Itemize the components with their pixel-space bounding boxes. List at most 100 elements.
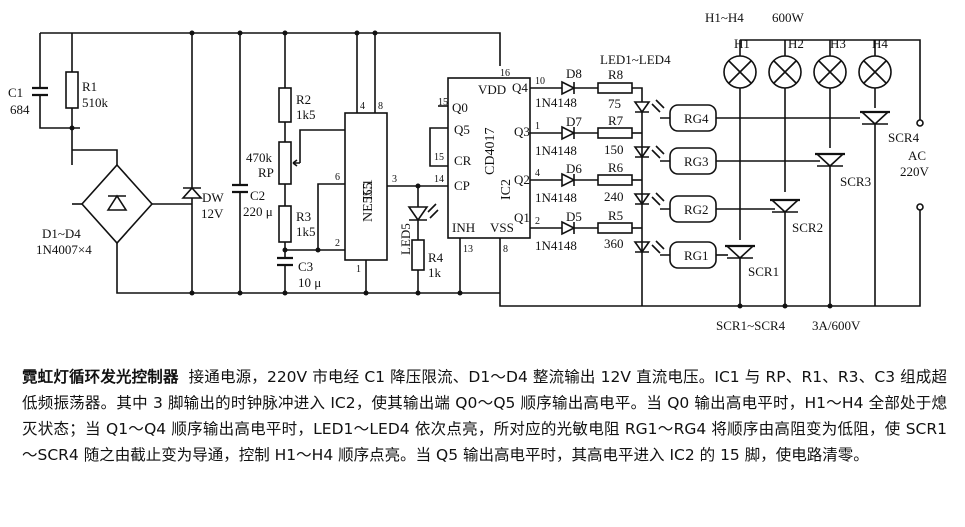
h3-label: H3 bbox=[830, 36, 846, 51]
r2-resistor bbox=[278, 87, 292, 123]
r6-label: R6 bbox=[608, 160, 624, 175]
ic2-inh: INH bbox=[452, 220, 475, 235]
r2-value: 1k5 bbox=[296, 107, 316, 122]
r4-value: 1k bbox=[428, 265, 442, 280]
ic2-pin-8: 8 bbox=[503, 244, 508, 255]
scr2-label: SCR2 bbox=[792, 220, 823, 235]
rg2-label: RG2 bbox=[684, 202, 709, 217]
circuit-schematic: C1 684 R1 510k D1~D4 1N4007×4 DW 12V C bbox=[8, 10, 930, 333]
r6-value: 240 bbox=[604, 189, 624, 204]
r6-resistor bbox=[597, 174, 633, 186]
ic2-q0: Q0 bbox=[452, 100, 468, 115]
scr1-label: SCR1 bbox=[748, 264, 779, 279]
lamp-section: H1~H4 600W H1 H2 H3 H4 SCR4 SCR3 bbox=[705, 10, 930, 333]
rg3-label: RG3 bbox=[684, 154, 709, 169]
scrs-label: SCR1~SCR4 bbox=[716, 318, 786, 333]
rp-value: 470k bbox=[246, 150, 273, 165]
q3-pin: 1 bbox=[535, 121, 540, 132]
ic1-pin-2: 2 bbox=[335, 238, 340, 249]
d7-label: D7 bbox=[566, 114, 582, 129]
r2-label: R2 bbox=[296, 92, 311, 107]
r4-label: R4 bbox=[428, 250, 444, 265]
ic2-label: IC2 bbox=[499, 179, 514, 200]
photoresistor-section: RG4 RG3 RG2 RG1 bbox=[660, 104, 860, 269]
ic1-pin-4: 4 bbox=[360, 101, 365, 112]
d6-label: D6 bbox=[566, 161, 582, 176]
lamps-label: H1~H4 bbox=[705, 10, 744, 25]
d8-type: 1N4148 bbox=[535, 95, 577, 110]
q2-pin: 4 bbox=[535, 168, 540, 179]
ic2-vdd: VDD bbox=[478, 82, 506, 97]
ic2-type: CD4017 bbox=[483, 128, 498, 175]
r8-value: 75 bbox=[608, 96, 621, 111]
rg4-label: RG4 bbox=[684, 111, 709, 126]
oscillator-section: R2 1k5 470k RP R3 1k5 C3 10 μ IC1 NE555 … bbox=[246, 30, 448, 296]
scr3-label: SCR3 bbox=[840, 174, 871, 189]
r5-resistor bbox=[597, 222, 633, 234]
ac-value: 220V bbox=[900, 164, 930, 179]
d8-label: D8 bbox=[566, 66, 582, 81]
h1-label: H1 bbox=[734, 36, 750, 51]
h4-label: H4 bbox=[872, 36, 888, 51]
lamps-power: 600W bbox=[772, 10, 805, 25]
ic2-cr: CR bbox=[454, 153, 472, 168]
ic2-cd4017 bbox=[447, 77, 531, 239]
bridge-rectifier bbox=[80, 163, 154, 245]
ic1-label: IC1 bbox=[361, 179, 376, 200]
r1-resistor bbox=[65, 71, 79, 109]
d7-type: 1N4148 bbox=[535, 143, 577, 158]
ic2-vss: VSS bbox=[490, 220, 514, 235]
rg1-label: RG1 bbox=[684, 248, 709, 263]
ic2-pin-13: 13 bbox=[463, 244, 473, 255]
bridge-label: D1~D4 bbox=[42, 226, 81, 241]
r1-label: R1 bbox=[82, 79, 97, 94]
scr-rating: 3A/600V bbox=[812, 318, 861, 333]
r5-label: R5 bbox=[608, 208, 623, 223]
h2-label: H2 bbox=[788, 36, 804, 51]
r3-value: 1k5 bbox=[296, 224, 316, 239]
caption-title: 霓虹灯循环发光控制器 bbox=[22, 368, 179, 386]
rp-potentiometer bbox=[278, 141, 292, 185]
bridge-value: 1N4007×4 bbox=[36, 242, 92, 257]
scr4-label: SCR4 bbox=[888, 130, 920, 145]
ic2-q5: Q5 bbox=[454, 122, 470, 137]
ac-terminal-bottom bbox=[916, 203, 924, 211]
ic2-q2: Q2 bbox=[514, 172, 530, 187]
ic1-pin-1: 1 bbox=[356, 264, 361, 275]
r4-resistor bbox=[411, 239, 425, 271]
c3-label: C3 bbox=[298, 259, 313, 274]
led5-label: LED5 bbox=[398, 223, 413, 255]
channel-section: 10 D8 1N4148 R8 75 LED1~LED4 1 D7 1N4148… bbox=[499, 52, 880, 307]
r7-label: R7 bbox=[608, 113, 624, 128]
c2-label: C2 bbox=[250, 188, 265, 203]
ac-terminal-top bbox=[916, 119, 924, 127]
ac-label: AC bbox=[908, 148, 926, 163]
counter-section: 16 VDD Q0 Q5 CR CP INH VSS Q4 Q3 Q2 Q1 I… bbox=[429, 68, 531, 296]
ic1-pin-6: 6 bbox=[335, 172, 340, 183]
ic2-q1: Q1 bbox=[514, 210, 530, 225]
c1-value: 684 bbox=[10, 102, 30, 117]
rp-label: RP bbox=[258, 165, 274, 180]
r7-value: 150 bbox=[604, 142, 624, 157]
ic2-pin-15: 15 bbox=[434, 152, 444, 163]
ic1-type: NE555 bbox=[361, 182, 376, 222]
dw-value: 12V bbox=[201, 206, 224, 221]
r8-resistor bbox=[597, 82, 633, 94]
q4-pin: 10 bbox=[535, 76, 545, 87]
ic2-pin-q0: 15 bbox=[438, 97, 448, 108]
power-supply-section: C1 684 R1 510k D1~D4 1N4007×4 DW 12V C bbox=[8, 30, 501, 296]
r5-value: 360 bbox=[604, 236, 624, 251]
ic2-q4: Q4 bbox=[512, 80, 528, 95]
caption-body: 接通电源，220V 市电经 C1 降压限流、D1～D4 整流输出 12V 直流电… bbox=[22, 368, 947, 464]
ic2-pin-16: 16 bbox=[500, 68, 510, 79]
ic1-pin-8: 8 bbox=[378, 101, 383, 112]
ic2-q3: Q3 bbox=[514, 124, 530, 139]
r3-resistor bbox=[278, 205, 292, 243]
c1-label: C1 bbox=[8, 85, 23, 100]
d5-type: 1N4148 bbox=[535, 238, 577, 253]
c2-value: 220 μ bbox=[243, 204, 273, 219]
dw-label: DW bbox=[202, 190, 224, 205]
q1-pin: 2 bbox=[535, 216, 540, 227]
c3-value: 10 μ bbox=[298, 275, 321, 290]
r3-label: R3 bbox=[296, 209, 311, 224]
